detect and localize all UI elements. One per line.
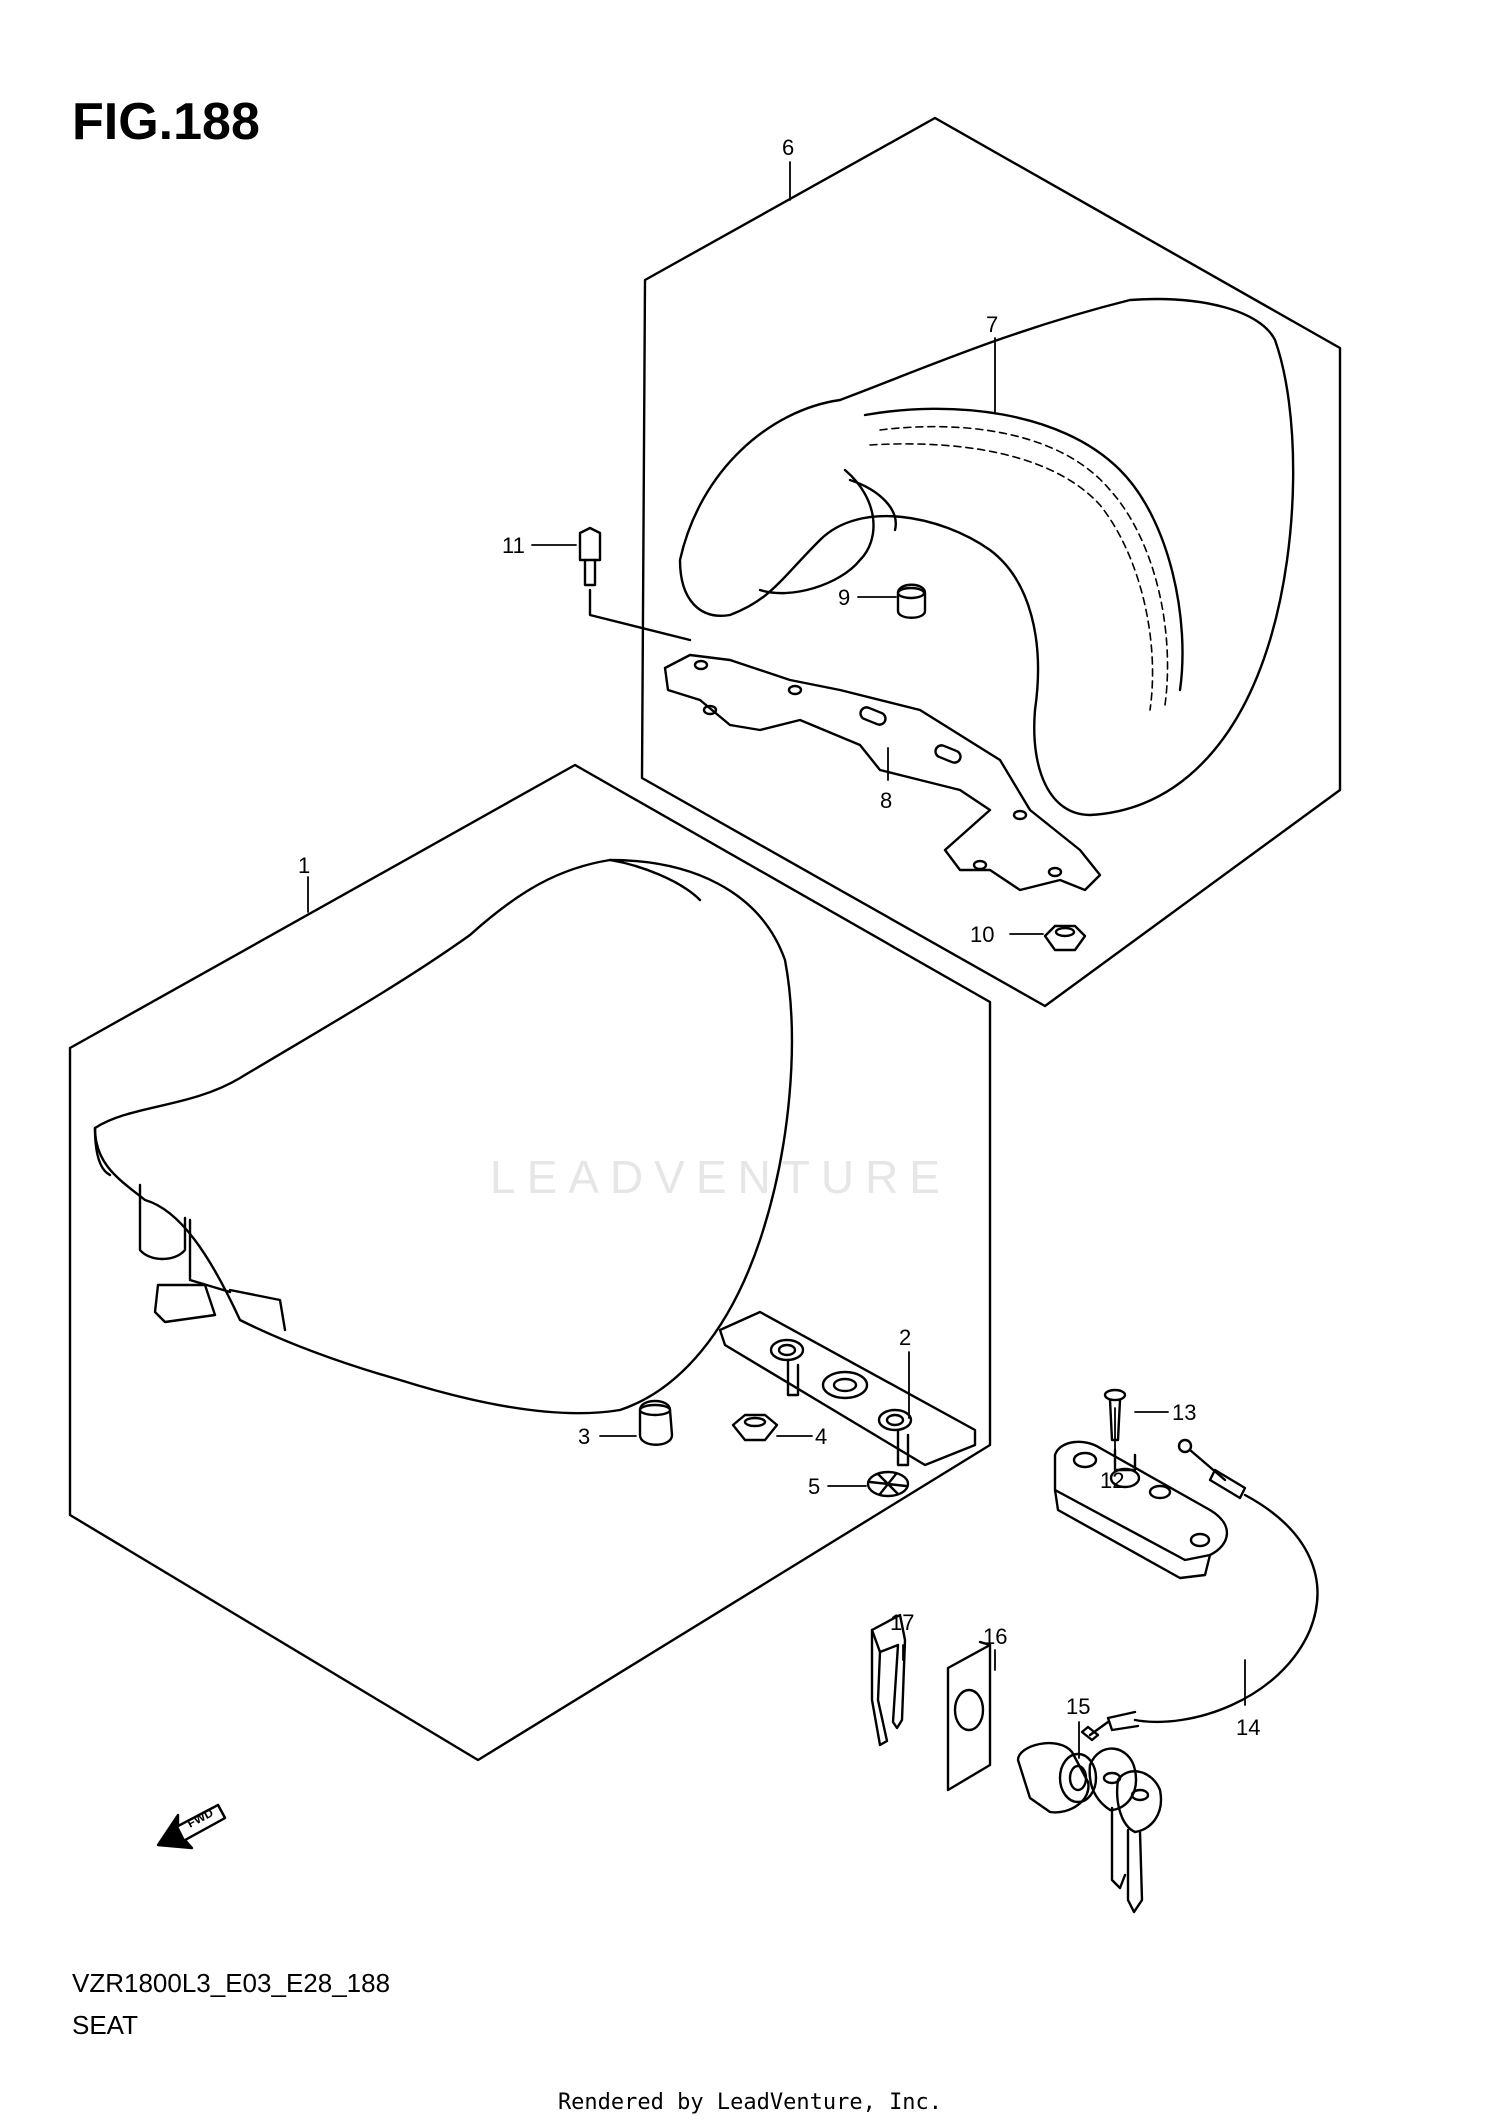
front-bracket [718, 1310, 977, 1467]
seat-bracket [663, 653, 1102, 892]
callout-10: 10 [970, 922, 994, 947]
callout-3: 3 [578, 1424, 590, 1449]
callout-16: 16 [983, 1624, 1007, 1649]
callout-17: 17 [890, 1610, 914, 1635]
keys [1088, 1747, 1163, 1914]
rider-seat [93, 858, 794, 1415]
bolt-11 [578, 526, 692, 642]
watermark: LEADVENTURE [490, 1151, 951, 1203]
diagram-name: SEAT [72, 2010, 138, 2040]
callout-2: 2 [899, 1325, 911, 1350]
callout-7: 7 [986, 312, 998, 337]
plate-16 [946, 1640, 992, 1792]
diagram-code: VZR1800L3_E03_E28_188 [72, 1968, 391, 1998]
callout-14: 14 [1236, 1715, 1260, 1740]
nut-10 [1043, 924, 1087, 952]
leader-lines [307, 161, 1246, 1759]
passenger-seat [678, 297, 1295, 817]
callout-11: 11 [502, 533, 525, 558]
callout-6: 6 [782, 135, 794, 160]
page-title: FIG.188 [72, 93, 260, 151]
cushion-9 [896, 583, 927, 619]
rider-seat-group-box [68, 763, 992, 1762]
callout-4: 4 [815, 1424, 827, 1449]
cushion-3 [638, 1399, 674, 1446]
clip-17 [870, 1613, 907, 1747]
callout-5: 5 [808, 1474, 820, 1499]
callout-15: 15 [1066, 1694, 1090, 1719]
callout-9: 9 [838, 585, 850, 610]
callout-12: 12 [1100, 1468, 1124, 1493]
callout-13: 13 [1172, 1400, 1196, 1425]
nut-4 [731, 1413, 779, 1442]
grommet-5 [866, 1470, 910, 1498]
passenger-seat-group-box [640, 116, 1342, 1008]
callout-1: 1 [298, 853, 310, 878]
seat-lock-body [1053, 1440, 1229, 1580]
footer-credit: Rendered by LeadVenture, Inc. [557, 2090, 943, 2115]
callout-8: 8 [880, 788, 892, 813]
fwd-arrow-icon [156, 1803, 227, 1850]
lock-cable [1080, 1438, 1319, 1742]
lock-cylinder [1016, 1741, 1098, 1814]
